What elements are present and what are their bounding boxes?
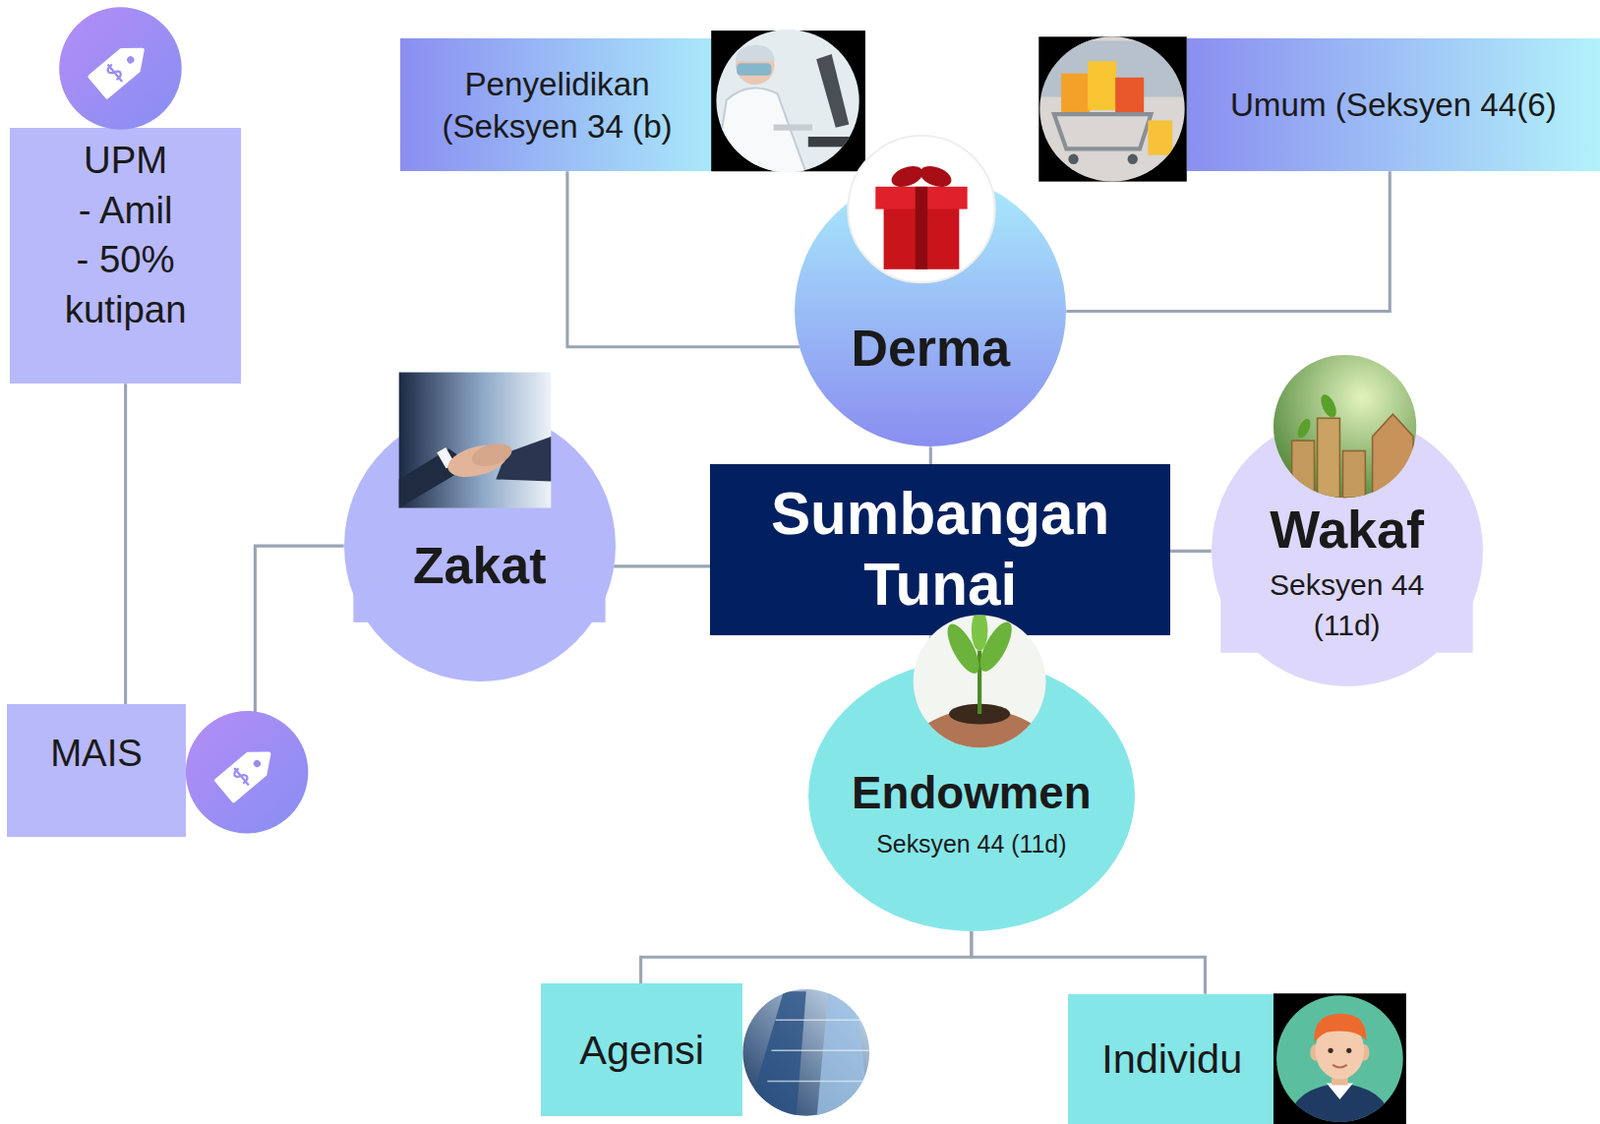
list-item: - Amil xyxy=(78,185,174,237)
text-holder: Agensi xyxy=(540,983,743,1117)
section-reference: Seksyen 44 (11d) xyxy=(1249,565,1444,646)
hub-box: Sumbangan Tunai xyxy=(710,464,1171,636)
connector-line xyxy=(929,446,933,465)
connector-line xyxy=(1066,171,1390,311)
category-label: Umum (Seksyen 44(6) xyxy=(1230,83,1557,126)
connector-line xyxy=(971,931,1206,994)
text-holder: Derma xyxy=(794,175,1067,447)
text-holder: Individu xyxy=(1067,994,1276,1124)
hub-title: Sumbangan Tunai xyxy=(720,478,1160,621)
box-heading: UPM xyxy=(83,135,168,186)
shape-fill xyxy=(808,659,1135,932)
tag-icon xyxy=(59,6,182,129)
category-box: Umum (Seksyen 44(6) xyxy=(1186,38,1600,172)
recipient-box: Agensi xyxy=(540,983,743,1117)
connector-line xyxy=(567,171,800,347)
section-reference: Seksyen 44 (11d) xyxy=(876,828,1067,860)
category-circle: Derma xyxy=(794,175,1067,447)
connector-line xyxy=(1170,549,1212,553)
text-holder: WakafSeksyen 44 (11d) xyxy=(1211,414,1483,687)
building-photo xyxy=(742,989,870,1123)
circle-title: Wakaf xyxy=(1269,500,1424,559)
text-holder: Penyelidikan (Seksyen 34 (b) xyxy=(400,38,715,172)
connector-line xyxy=(123,383,127,705)
handshake-photo xyxy=(399,372,552,509)
organisation-box: UPM- Amil- 50% kutipan xyxy=(9,127,241,384)
shopping-photo xyxy=(1035,30,1194,189)
category-circle: Zakat xyxy=(344,410,616,682)
connector-line xyxy=(613,564,711,568)
text-holder: Sumbangan Tunai xyxy=(710,464,1171,636)
shape-fill xyxy=(400,38,715,172)
text-holder: Zakat xyxy=(344,410,616,682)
shape-fill xyxy=(794,175,1067,447)
research-photo xyxy=(711,25,866,179)
list-item: - 50% kutipan xyxy=(38,235,212,335)
text-holder: Umum (Seksyen 44(6) xyxy=(1186,38,1600,172)
gift-icon xyxy=(847,135,995,283)
shape-fill xyxy=(1211,414,1483,687)
box-label: Individu xyxy=(1101,1034,1243,1084)
connector-line xyxy=(641,931,972,984)
box-heading: MAIS xyxy=(50,730,143,776)
shape-outline xyxy=(794,175,1067,447)
shape-fill xyxy=(344,410,616,682)
circle-title: Zakat xyxy=(413,536,547,596)
text-holder: MAIS xyxy=(6,704,186,837)
category-box: Penyelidikan (Seksyen 34 (b) xyxy=(400,38,715,172)
category-label: Penyelidikan (Seksyen 34 (b) xyxy=(409,62,706,148)
category-circle: WakafSeksyen 44 (11d) xyxy=(1211,414,1483,687)
recipient-box: Individu xyxy=(1067,994,1276,1124)
box-label: Agensi xyxy=(579,1025,705,1075)
person-avatar xyxy=(1273,993,1407,1124)
text-holder: EndowmenSeksyen 44 (11d) xyxy=(808,659,1135,932)
circle-title: Endowmen xyxy=(851,768,1091,821)
text-holder: UPM- Amil- 50% kutipan xyxy=(9,127,241,384)
tag-icon xyxy=(185,711,309,833)
circle-title: Derma xyxy=(851,319,1010,379)
organisation-box: MAIS xyxy=(6,704,186,837)
category-ellipse: EndowmenSeksyen 44 (11d) xyxy=(808,659,1135,932)
